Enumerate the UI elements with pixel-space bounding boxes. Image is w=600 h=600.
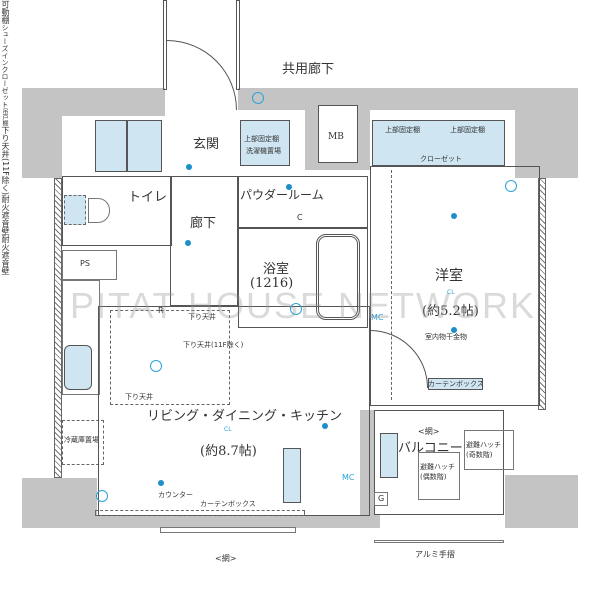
g-label: G [378, 494, 385, 503]
counter-label: カウンター [158, 491, 193, 499]
lowered-ceiling-area [380, 170, 392, 400]
balcony [374, 410, 504, 515]
bathroom-label: 浴室 [263, 262, 290, 277]
shoes-closet [127, 120, 162, 172]
fire-wall-right-label: 耐火遮音壁 [1, 195, 10, 236]
hallway-label: 廊下 [190, 216, 217, 231]
upper-shelf-label: 上部固定棚 [244, 135, 279, 143]
entrance-label: 玄関 [193, 137, 220, 152]
net-2-label: <網> [215, 554, 237, 563]
corridor-right-wall [236, 0, 240, 90]
toilet-label: トイレ [128, 190, 168, 205]
fridge-label: 冷蔵庫置場 [64, 436, 99, 444]
outdoor-unit [380, 433, 398, 478]
lowered-ceiling-11f-1-label: 下り天井(11F除く) [1, 126, 10, 196]
wall-left-top [22, 88, 62, 178]
hatch-odd-label: 避難ハッチ(奇数階) [466, 441, 501, 459]
western-room [370, 166, 540, 406]
outlet-icon [96, 490, 108, 502]
shoes-closet-label: シューズインクローゼット [1, 24, 9, 108]
fire-wall-right [538, 178, 546, 410]
wall-balcony-left [360, 410, 374, 528]
mc-2-label: MC [342, 473, 355, 482]
common-corridor-label: 共用廊下 [282, 62, 335, 77]
hatch-odd[interactable] [464, 430, 514, 470]
movable-shelf-label: 可動棚 [1, 0, 10, 24]
wall-bottom [90, 515, 380, 528]
kitchen-counter [62, 280, 100, 395]
mb-label: MB [328, 132, 344, 142]
light-icon [286, 184, 292, 190]
outlet-icon [150, 360, 162, 372]
watermark: PITAT HOUSE NETWORK [70, 285, 537, 326]
bathtub [316, 234, 360, 320]
fridge-space [62, 420, 104, 465]
c-label: C [297, 213, 303, 222]
wall-right-bottom [505, 475, 578, 528]
tall-cabinet [283, 448, 301, 503]
mc-1-label: MC [371, 313, 384, 322]
intercom-icon [252, 92, 264, 104]
powder-room-label: パウダールーム [240, 188, 324, 202]
bathroom [238, 228, 368, 328]
cl-1-label: CL [224, 426, 232, 433]
wall-left-bottom [22, 478, 97, 528]
outlet-icon [505, 180, 517, 192]
corridor-left-wall [163, 0, 167, 90]
light-icon [322, 423, 328, 429]
lowered-ceiling-ldk [110, 310, 230, 405]
western-room-label: 洋室 [435, 268, 463, 284]
ldk-size: (約8.7帖) [200, 444, 257, 459]
curtain-box-1 [428, 378, 483, 390]
entrance-door[interactable] [167, 40, 237, 110]
curtain-box-1-label: カーテンボックス [428, 380, 484, 388]
light-icon [158, 480, 164, 486]
laundry-label: 洗濯機置場 [246, 147, 281, 155]
laundry-area [240, 120, 290, 166]
railing-label: アルミ手摺 [415, 550, 455, 559]
wall-top-mid [238, 88, 528, 110]
powder-room [238, 176, 368, 228]
hanging-cabinet-label: 吊戸棚 [1, 108, 8, 126]
hallway-wall [170, 176, 238, 306]
sash-ldk [160, 527, 296, 533]
upper-shelf-1-label: 上部固定棚 [385, 126, 420, 134]
railing [374, 540, 504, 543]
r-label: R [158, 306, 164, 315]
gas-meter [374, 492, 388, 506]
mb-box [318, 105, 358, 163]
cl-2-label: CL [447, 289, 455, 296]
light-icon [185, 240, 191, 246]
movable-shelf [95, 120, 127, 172]
lowered-ceiling-11f-2-label: 下り天井(11F除く) [183, 341, 244, 349]
ps-box [62, 250, 117, 280]
hatch-even[interactable] [418, 452, 460, 500]
lowered-ceiling-2-label: 下り天井 [188, 313, 216, 321]
net-1-label: <網> [418, 427, 440, 436]
wall-right-top [515, 88, 578, 178]
light-icon [186, 164, 192, 170]
outlet-icon [290, 303, 302, 315]
drying-hardware-label: 室内物干金物 [425, 333, 467, 341]
sink [64, 345, 92, 390]
upper-shelf-2-label: 上部固定棚 [450, 126, 485, 134]
ps-label: PS [80, 259, 90, 268]
fire-wall-left [54, 178, 62, 478]
lowered-ceiling-label: 下り天井 [125, 393, 153, 401]
western-room-size: (約5.2帖) [422, 304, 479, 319]
bathroom-size: (1216) [250, 276, 294, 291]
closet-label: クローゼット [420, 155, 462, 163]
toilet-room [62, 176, 172, 246]
hanging-cabinet [64, 195, 86, 225]
light-icon [451, 213, 457, 219]
curtain-box-2-label: カーテンボックス [200, 500, 256, 508]
ldk-label: リビング・ダイニング・キッチン [147, 409, 343, 424]
fire-wall-left-label: 耐火遮音壁 [1, 235, 10, 276]
hatch-even-label: 避難ハッチ(偶数階) [420, 463, 455, 481]
closet [372, 120, 505, 166]
toilet-fixture [88, 198, 110, 223]
light-icon [451, 327, 457, 333]
window-ldk [95, 510, 305, 516]
